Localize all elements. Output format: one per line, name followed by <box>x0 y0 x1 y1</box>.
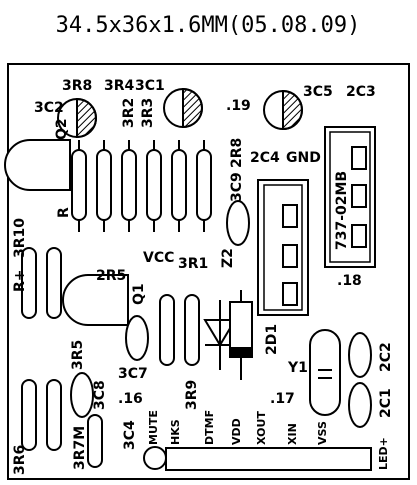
capacitor-3c3 <box>163 87 203 129</box>
label-3r9: 3R9 <box>184 380 200 410</box>
label-16: .16 <box>118 391 143 407</box>
crystal-y1 <box>309 329 341 416</box>
label-q1: Q1 <box>131 283 147 305</box>
label-3r8: 3R8 <box>62 78 92 94</box>
label-3r3: 3R3 <box>140 98 156 128</box>
capacitor-3c5 <box>263 89 303 131</box>
label-gnd: GND <box>286 150 321 166</box>
capacitor-2c1 <box>348 382 372 428</box>
label-737-02mb: 737-02MB <box>334 171 350 250</box>
label-3r7m: 3R7M <box>72 426 88 470</box>
capacitor-3c9 <box>226 200 250 246</box>
label-rplus: R+ <box>12 269 28 292</box>
pin-label-vdd: VDD <box>230 418 243 445</box>
label-3c9: 3C9 <box>229 172 245 202</box>
label-2r5: 2R5 <box>96 268 126 284</box>
label-2r8: 2R8 <box>229 138 245 168</box>
label-z2: Z2 <box>220 248 236 268</box>
capacitor-2c2 <box>348 332 372 378</box>
connector-left <box>257 179 309 316</box>
resistor-lead-top <box>78 140 205 232</box>
label-2c1: 2C1 <box>378 388 394 418</box>
resistor-3r1 <box>159 294 200 366</box>
header-pads <box>143 446 372 471</box>
pin-label-xout: XOUT <box>255 411 268 445</box>
transistor-q2 <box>4 139 71 191</box>
label-3r10: 3R10 <box>12 218 28 258</box>
label-vcc: VCC <box>143 250 174 266</box>
label-2c2: 2C2 <box>378 342 394 372</box>
label-3r2: 3R2 <box>121 98 137 128</box>
pin-label-led-plus: LED+ <box>377 437 390 470</box>
label-y1: Y1 <box>287 360 308 376</box>
label-3r5: 3R5 <box>70 340 86 370</box>
pin-label-hks: HKS <box>169 419 182 445</box>
label-3c7: 3C7 <box>118 366 148 382</box>
label-17: .17 <box>270 391 295 407</box>
label-2d1: 2D1 <box>264 324 280 355</box>
label-3r4: 3R4 <box>104 78 135 94</box>
pin-label-vss: VSS <box>316 421 329 445</box>
label-3c1: 3C1 <box>135 78 165 94</box>
label-3c4: 3C4 <box>122 420 138 450</box>
connector-737-02mb <box>324 126 376 268</box>
pin-label-xin: XIN <box>286 423 299 445</box>
label-3r6: 3R6 <box>12 445 28 475</box>
resistor-3r6 <box>21 379 62 451</box>
label-2c3: 2C3 <box>346 84 376 100</box>
label-18: .18 <box>337 273 362 289</box>
label-3c5: 3C5 <box>303 84 333 100</box>
label-q2: Q2 <box>54 118 70 140</box>
label-2c4: 2C4 <box>250 150 280 166</box>
label-3c8: 3C8 <box>92 380 108 410</box>
board-dimensions-title: 34.5x36x1.6MM(05.08.09) <box>56 13 361 38</box>
capacitor-3c2 <box>57 97 97 139</box>
resistor-3r10 <box>21 247 62 319</box>
capacitor-3c8 <box>70 372 94 418</box>
pin-label-mute: MUTE <box>147 410 160 445</box>
resistor-row-top <box>71 149 212 221</box>
resistor-3r7m <box>87 414 103 468</box>
label-r: R <box>56 207 72 218</box>
label-3c2: 3C2 <box>34 100 64 116</box>
capacitor-3c7 <box>125 315 149 361</box>
transistor-q1 <box>62 274 129 326</box>
label-19: .19 <box>226 98 251 114</box>
diode-2d1 <box>229 290 253 380</box>
pin-label-dtmf: DTMF <box>203 410 216 445</box>
label-3r1: 3R1 <box>178 256 208 272</box>
board-outline <box>7 63 410 480</box>
